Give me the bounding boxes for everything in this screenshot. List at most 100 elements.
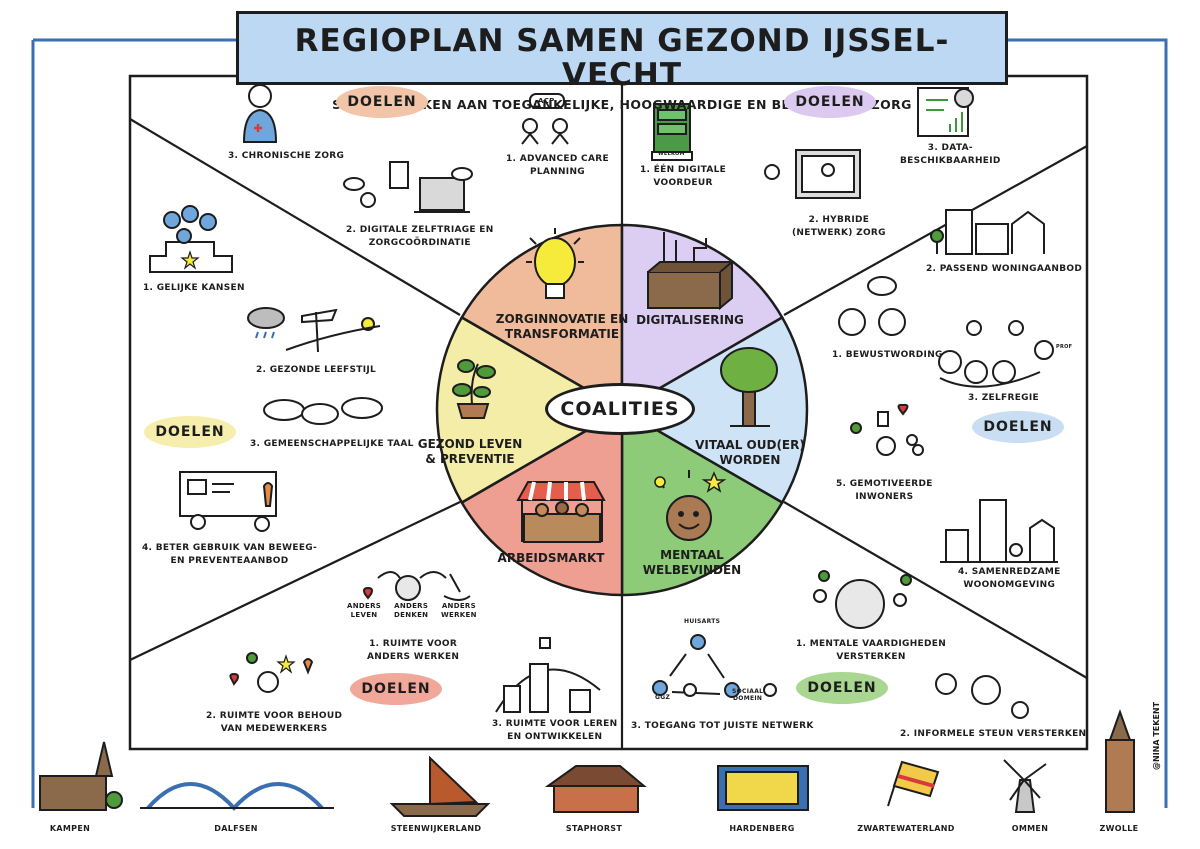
sector-label-digitalisering: DIGITALISERING (636, 313, 744, 328)
goal-gemeenschappelijke-taal: 3. GEMEENSCHAPPELIJKE TAAL (250, 438, 414, 451)
ggz-label: GGZ (655, 694, 671, 701)
title-banner: REGIOPLAN SAMEN GEZOND IJSSEL-VECHT SAME… (236, 11, 1008, 112)
goal-line: 3. ZELFREGIE (968, 393, 1039, 403)
goal-line: VERSTERKEN (836, 652, 906, 662)
acp-people-icon (521, 93, 569, 145)
goal-line: VAN MEDEWERKERS (220, 724, 328, 734)
speech-bubbles-icon (263, 397, 383, 425)
neighbourhood-icon (940, 499, 1058, 563)
sector-label-line: MENTAAL (660, 548, 724, 562)
motivated-residents-icon (850, 403, 924, 456)
goal-line: 1. RUIMTE VOOR (369, 639, 458, 649)
outer-border (31, 38, 1168, 808)
sector-label-gezond: GEZOND LEVEN & PREVENTIE (418, 437, 523, 467)
wheel (435, 223, 809, 597)
goal-mentale-vaardigheden: 1. MENTALE VAARDIGHEDEN VERSTERKEN (796, 638, 946, 664)
radial-lines (129, 80, 1088, 749)
goal-ruimte-behoud: 2. RUIMTE VOOR BEHOUD VAN MEDEWERKERS (206, 710, 342, 736)
goal-line: 1. ÉÉN DIGITALE (640, 165, 727, 175)
goal-gelijke-kansen: 1. GELIJKE KANSEN (143, 282, 245, 295)
doelen-badge-digitalisering: DOELEN (784, 86, 876, 118)
nurse-figure-icon (242, 84, 278, 143)
goal-line: 2. HYBRIDE (808, 215, 870, 225)
goal-zelfregie: 3. ZELFREGIE (968, 392, 1039, 405)
sector-label-line: VITAAL OUD(ER) (695, 438, 805, 452)
acp-label: ACP (538, 97, 555, 105)
goal-line: 1. BEWUSTWORDING (832, 350, 943, 360)
goal-toegang-netwerk: 3. TOEGANG TOT JUISTE NETWERK (631, 720, 814, 733)
houses-icon (930, 209, 1045, 255)
goal-line: 5. GEMOTIVEERDE (836, 479, 933, 489)
small-label-line: WERKEN (441, 611, 477, 619)
goal-hybride-zorg: 2. HYBRIDE(NETWERK) ZORG (792, 214, 886, 240)
goal-line: 2. PASSEND WONINGAANBOD (926, 264, 1083, 274)
page-subtitle: SAMEN WERKEN AAN TOEGANKELIJKE, HOOGWAAR… (332, 97, 912, 112)
town-zwolle: ZWOLLE (1099, 824, 1139, 833)
brain-people-icon (813, 570, 912, 629)
goal-line: VOORDEUR (653, 178, 713, 188)
page-title: REGIOPLAN SAMEN GEZOND IJSSEL-VECHT (294, 23, 950, 93)
sector-label-mentaal: MENTAAL WELBEVINDEN (643, 548, 741, 578)
goal-line: 3. DATA- (927, 143, 973, 153)
town-dalfsen: DALFSEN (214, 824, 258, 833)
sector-label-line: DIGITALISERING (636, 313, 744, 327)
sector-label-line: WORDEN (719, 453, 781, 467)
goal-chronische-zorg: 3. CHRONISCHE ZORG (228, 150, 344, 163)
small-label-line: ANDERS (394, 602, 429, 610)
goal-line: ANDERS WERKEN (367, 652, 460, 662)
goal-line: ZORGCOÖRDINATIE (368, 238, 471, 248)
informal-support-icon (935, 673, 1029, 719)
sector-label-line: TRANSFORMATIE (504, 327, 620, 341)
goal-line: PLANNING (529, 167, 585, 177)
sector-gezond (435, 315, 625, 505)
market-stall-icon (516, 481, 606, 543)
goal-line: 4. BETER GEBRUIK VAN BEWEEG- (142, 543, 318, 553)
smiley-icon (654, 470, 727, 541)
goal-line: WOONOMGEVING (963, 580, 1056, 590)
hybrid-care-icon (764, 149, 861, 199)
sector-label-line: GEZOND LEVEN (417, 437, 523, 451)
goal-line: 3. TOEGANG TOT JUISTE NETWERK (631, 721, 814, 731)
sector-label-line: ARBEIDSMARKT (497, 551, 605, 565)
sector-label-line: & PREVENTIE (425, 452, 515, 466)
center-coalities: COALITIES (545, 383, 695, 435)
plant-icon (452, 359, 496, 419)
goal-passend-woningaanbod: 2. PASSEND WONINGAANBOD (926, 263, 1082, 276)
town-kampen: KAMPEN (49, 824, 91, 833)
goal-line: EN ONTWIKKELEN (507, 732, 603, 742)
doelen-badge-mentaal: DOELEN (796, 672, 888, 704)
box-icon (647, 232, 735, 311)
sector-label-vitaal: VITAAL OUD(ER) WORDEN (695, 438, 805, 468)
door-icon (651, 103, 693, 161)
anders-icons (363, 571, 471, 601)
sector-label-line: WELBEVINDEN (642, 563, 742, 577)
doelen-badge-gezond: DOELEN (144, 416, 236, 448)
goal-line: 1. MENTALE VAARDIGHEDEN (796, 639, 947, 649)
equal-chances-icon (149, 205, 233, 273)
doelen-badge-zorginnovatie: DOELEN (336, 86, 428, 118)
goal-line: 3. RUIMTE VOOR LEREN (492, 719, 618, 729)
learning-town-icon (495, 637, 601, 713)
small-label-line: DENKEN (394, 611, 429, 619)
goal-line: 3. GEMEENSCHAPPELIJKE TAAL (250, 439, 414, 449)
goal-gezonde-leefstijl: 2. GEZONDE LEEFSTIJL (256, 364, 376, 377)
goal-line: 2. INFORMELE STEUN VERSTERKEN (900, 729, 1087, 739)
sector-label-arbeidsmarkt: ARBEIDSMARKT (498, 551, 605, 566)
small-label-line: DOMEIN (733, 695, 763, 702)
huisarts-label: HUISARTS (684, 618, 721, 625)
goal-line: EN PREVENTEAANBOD (170, 556, 289, 566)
goal-line: 1. GELIJKE KANSEN (143, 283, 245, 293)
goal-line: 2. RUIMTE VOOR BEHOUD (206, 711, 343, 721)
town-staphorst: STAPHORST (565, 824, 623, 833)
lifestyle-path-icon (247, 307, 381, 353)
lightbulb-icon (526, 228, 584, 299)
town-zwartewaterland: ZWARTEWATERLAND (857, 824, 955, 833)
sector-label-zorginnovatie: ZORGINNOVATIE EN TRANSFORMATIE (496, 312, 629, 342)
goal-een-digitale-voordeur: 1. ÉÉN DIGITALE VOORDEUR (640, 164, 726, 190)
